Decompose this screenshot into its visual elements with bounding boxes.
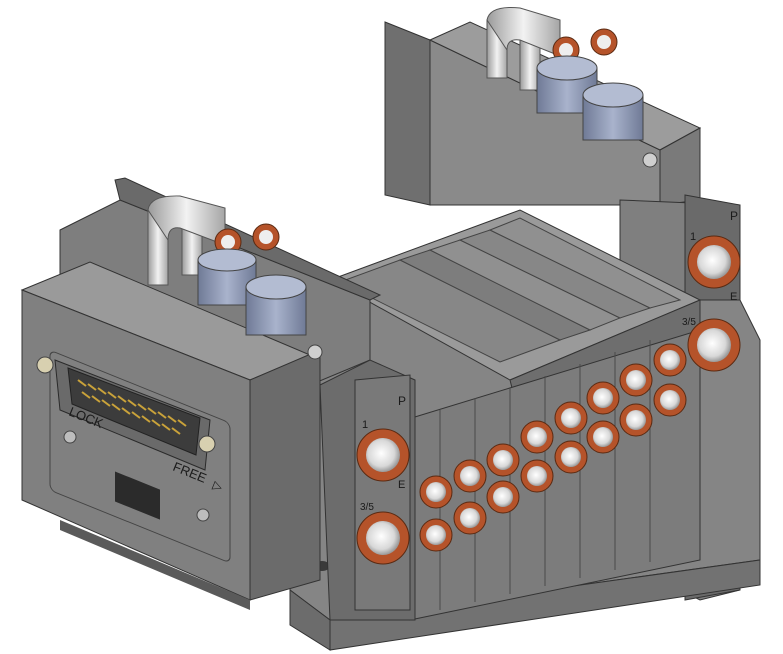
left-port-1-label: 1 [362, 419, 368, 431]
right-port-e-label: E [730, 291, 737, 303]
right-top-fittings [486, 7, 658, 168]
left-port-35-label: 3/5 [360, 502, 374, 513]
left-port-e-label: E [398, 479, 405, 491]
screw-icon [36, 356, 54, 374]
left-top-fittings [147, 195, 323, 360]
connector-housing: LOCK FREE ▷ [20, 261, 321, 610]
silencer-icon [536, 55, 644, 141]
right-port-p-label: P [730, 209, 738, 223]
screw-icon [307, 344, 323, 360]
one-touch-fitting-icon [419, 343, 687, 552]
right-port-1-label: 1 [690, 231, 696, 243]
right-port-35-label: 3/5 [682, 317, 696, 328]
left-port-p-label: P [398, 394, 406, 408]
silencer-icon [197, 248, 307, 336]
screw-icon [642, 152, 658, 168]
right-end-fittings: 1 P 3/5 E [682, 209, 741, 372]
station-port-fittings [419, 343, 687, 552]
lock-slider [115, 471, 160, 520]
screw-icon [198, 435, 216, 453]
sub-d-connector-icon [36, 356, 216, 471]
screw-icon [196, 508, 210, 522]
screw-icon [63, 430, 77, 444]
